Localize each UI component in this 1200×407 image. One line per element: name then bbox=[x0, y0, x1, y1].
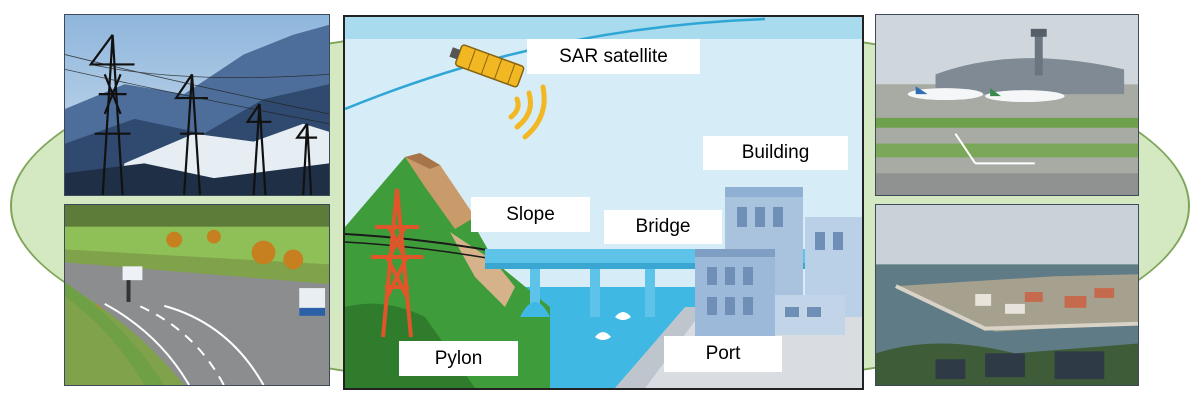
satellite-icon bbox=[449, 44, 525, 88]
pylon-photo bbox=[64, 14, 330, 196]
pylon-label: Pylon bbox=[399, 341, 518, 376]
highway-photo bbox=[64, 204, 330, 386]
bridge-label: Bridge bbox=[604, 210, 722, 244]
sar-satellite-label: SAR satellite bbox=[527, 39, 700, 74]
pylon-icon bbox=[371, 188, 423, 338]
radar-waves-icon bbox=[508, 84, 547, 140]
slope-label: Slope bbox=[471, 197, 590, 232]
port-label: Port bbox=[664, 336, 782, 372]
building-icon bbox=[695, 187, 862, 339]
harbor-photo bbox=[875, 204, 1139, 386]
airport-photo bbox=[875, 14, 1139, 196]
building-label: Building bbox=[703, 136, 848, 170]
